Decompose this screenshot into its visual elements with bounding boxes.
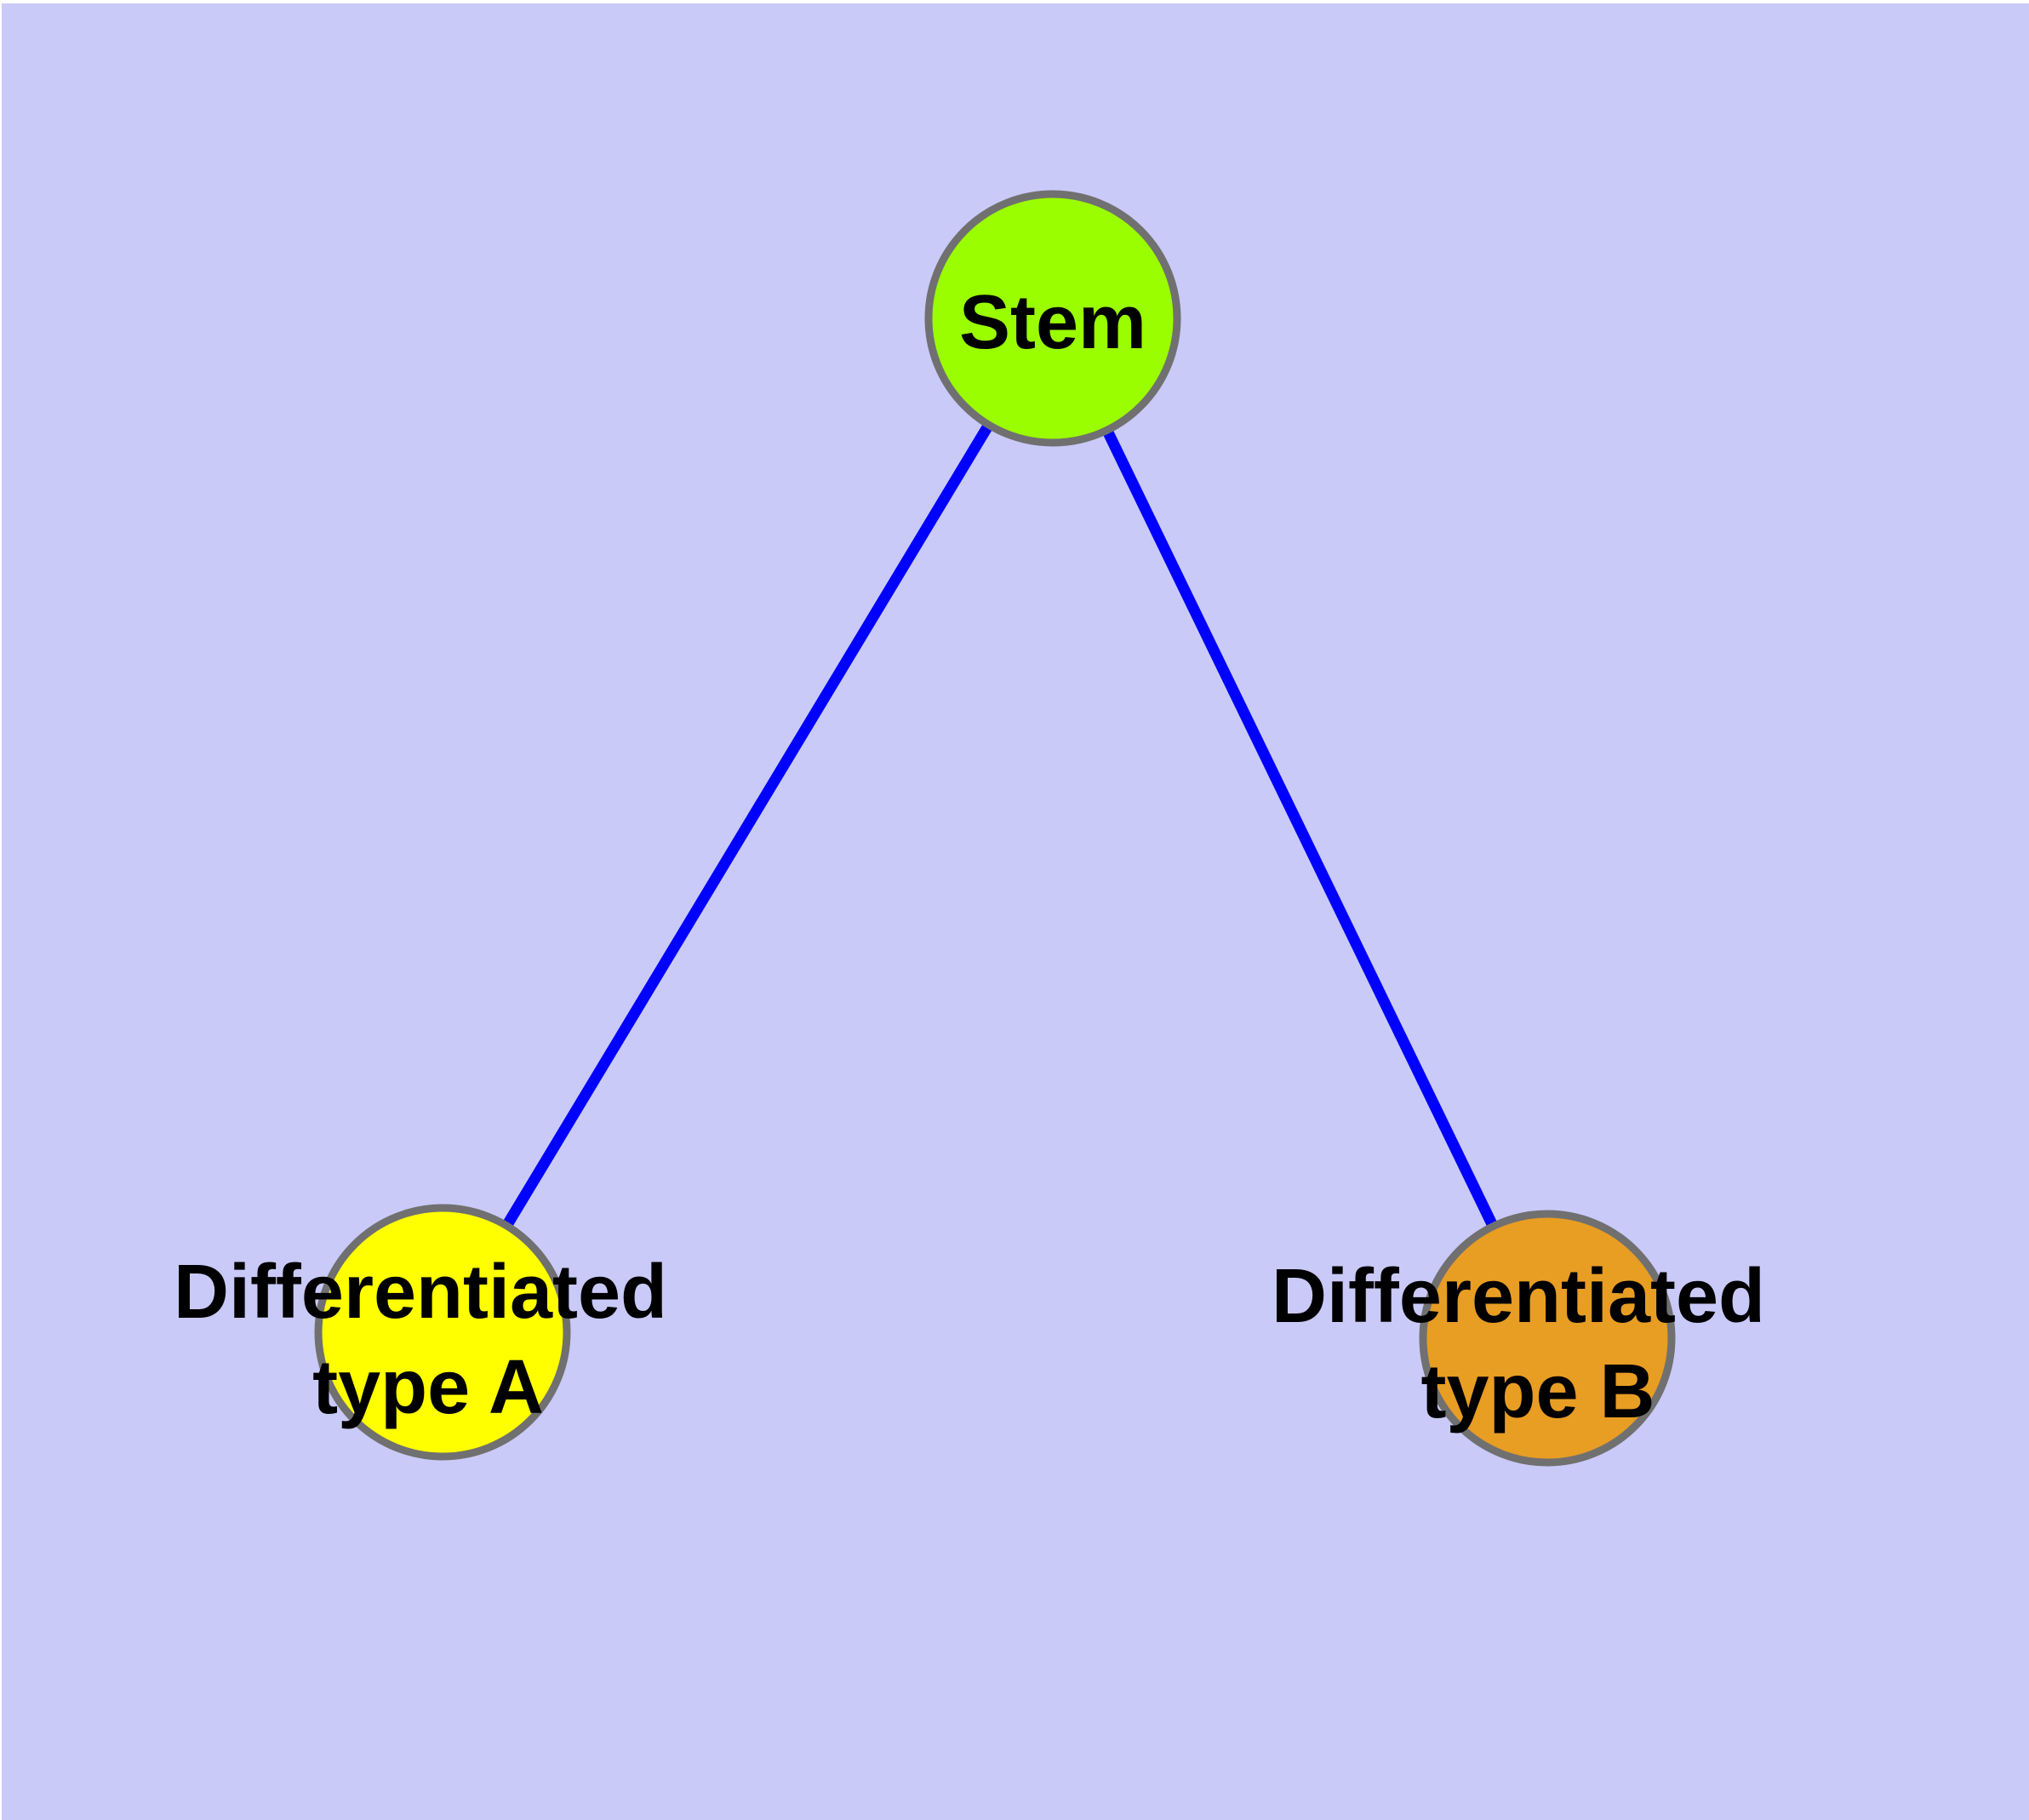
canvas-margin-left [0, 0, 2, 1820]
edge-stem-to-differentiated-type-a [437, 315, 1058, 1336]
node-differentiated-type-b-label-line2: type B [1420, 1349, 1655, 1434]
edges [437, 315, 1552, 1341]
node-differentiated-type-a: Differentiated type A [174, 1204, 667, 1461]
node-differentiated-type-b: Differentiated type B [1272, 1210, 1765, 1467]
node-differentiated-type-a-label-line2: type A [312, 1345, 544, 1430]
node-differentiated-type-a-circle [314, 1204, 571, 1461]
node-differentiated-type-b-label-line1: Differentiated [1272, 1254, 1765, 1339]
node-stem-label: Stem [959, 280, 1146, 365]
edge-stem-to-differentiated-type-b [1048, 316, 1552, 1341]
node-differentiated-type-a-label-line1: Differentiated [174, 1250, 667, 1335]
node-stem-circle [924, 190, 1181, 447]
canvas-margin-top [0, 0, 2029, 3]
node-differentiated-type-b-circle [1419, 1210, 1676, 1467]
node-stem: Stem [924, 190, 1181, 447]
